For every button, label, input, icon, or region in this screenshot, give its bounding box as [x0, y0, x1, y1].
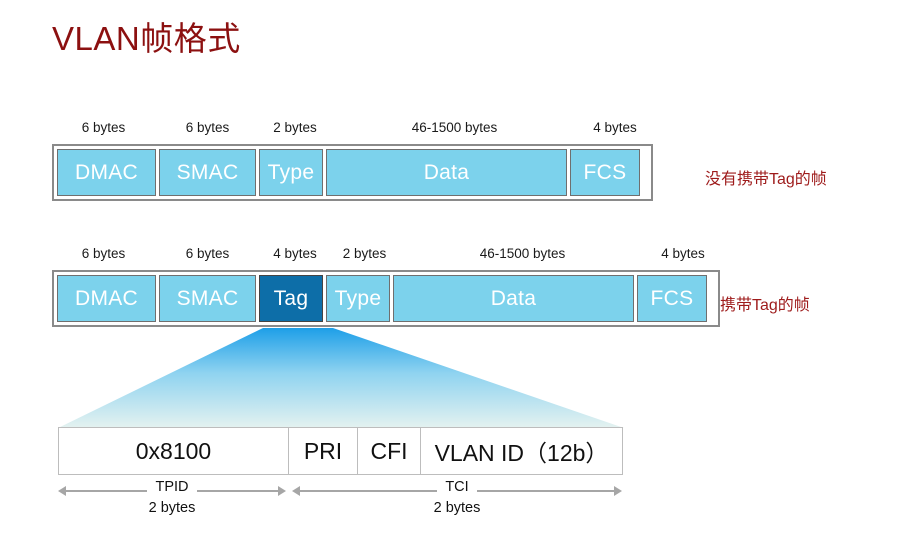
tag-field-cfi[interactable]: CFI: [358, 428, 421, 474]
untagged-frame-note: 没有携带Tag的帧: [705, 171, 827, 188]
byte-label-data-tagged: 46-1500 bytes: [479, 246, 566, 261]
frame-cell-data-tagged[interactable]: Data: [393, 275, 634, 322]
byte-label-type-untagged: 2 bytes: [273, 120, 317, 135]
measure-tci-arrow-left-icon: [292, 486, 300, 496]
frame-cell-smac-tagged[interactable]: SMAC: [159, 275, 256, 322]
page-title: VLAN帧格式: [52, 20, 241, 57]
frame-cell-fcs-tagged[interactable]: FCS: [637, 275, 707, 322]
byte-label-dmac-tagged: 6 bytes: [81, 246, 126, 261]
tagged-frame-strip: DMAC SMAC Tag Type Data FCS: [52, 270, 720, 327]
tag-detail-strip: 0x8100 PRI CFI VLAN ID（12b）: [58, 427, 623, 475]
measure-tpid-size: 2 bytes: [148, 500, 196, 516]
measure-tpid-label: TPID: [147, 479, 197, 495]
byte-label-type-tagged: 2 bytes: [342, 246, 387, 261]
byte-label-fcs-untagged: 4 bytes: [593, 120, 637, 135]
byte-label-smac-untagged: 6 bytes: [185, 120, 230, 135]
frame-cell-tag-tagged[interactable]: Tag: [259, 275, 323, 322]
byte-label-fcs-tagged: 4 bytes: [661, 246, 705, 261]
measure-tci-label: TCI: [437, 479, 477, 495]
measure-tci-arrow-right-icon: [614, 486, 622, 496]
tag-field-pri[interactable]: PRI: [289, 428, 358, 474]
frame-cell-smac-untagged[interactable]: SMAC: [159, 149, 256, 196]
byte-label-tag-tagged: 4 bytes: [273, 246, 317, 261]
frame-cell-type-tagged[interactable]: Type: [326, 275, 390, 322]
measure-tpid-arrow-right-icon: [278, 486, 286, 496]
frame-cell-fcs-untagged[interactable]: FCS: [570, 149, 640, 196]
byte-label-dmac-untagged: 6 bytes: [81, 120, 126, 135]
tag-field-tpid-value[interactable]: 0x8100: [59, 428, 289, 474]
measure-tci-size: 2 bytes: [433, 500, 481, 516]
frame-cell-data-untagged[interactable]: Data: [326, 149, 567, 196]
untagged-frame-strip: DMAC SMAC Type Data FCS: [52, 144, 653, 201]
byte-label-data-untagged: 46-1500 bytes: [411, 120, 498, 135]
measure-tpid-arrow-left-icon: [58, 486, 66, 496]
tagged-frame-note: 携带Tag的帧: [720, 297, 810, 314]
tag-expansion-funnel: [58, 328, 624, 428]
frame-cell-dmac-untagged[interactable]: DMAC: [57, 149, 156, 196]
frame-cell-dmac-tagged[interactable]: DMAC: [57, 275, 156, 322]
byte-label-smac-tagged: 6 bytes: [185, 246, 230, 261]
measure-tpid: TPID: [58, 479, 286, 498]
frame-cell-type-untagged[interactable]: Type: [259, 149, 323, 196]
tag-field-vlan-id[interactable]: VLAN ID（12b）: [434, 440, 609, 466]
measure-tci: TCI: [292, 479, 622, 498]
